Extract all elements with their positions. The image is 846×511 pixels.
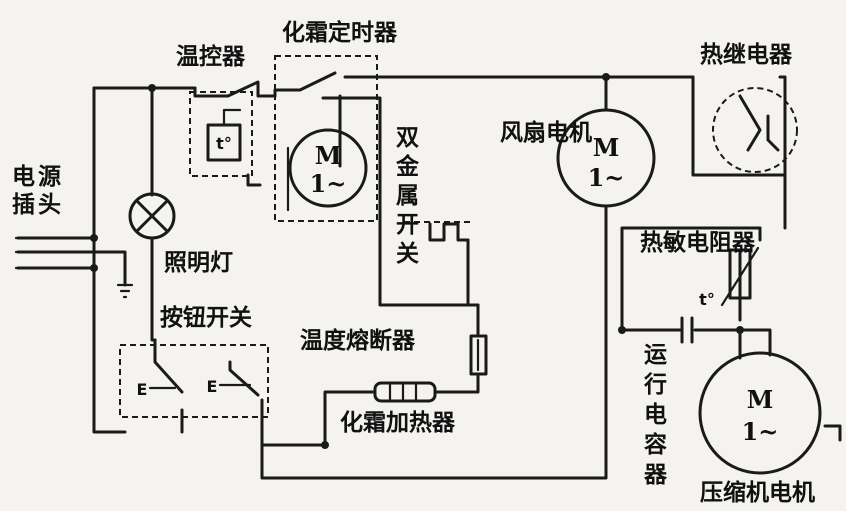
label-thermal-relay: 热继电器	[700, 41, 793, 68]
svg-text:开: 开	[396, 212, 419, 238]
defrost-heater-symbol	[373, 381, 437, 403]
svg-text:头: 头	[38, 192, 61, 218]
svg-text:行: 行	[643, 371, 667, 398]
label-defrost-timer: 化霜定时器	[282, 19, 398, 46]
lamp-symbol	[128, 192, 176, 240]
fan-motor-m: M	[593, 133, 620, 162]
switch-a-e: E	[137, 380, 148, 399]
thermostat-t-symbol: t°	[216, 134, 232, 153]
compressor-motor-phase: 1~	[742, 417, 779, 446]
svg-text:电: 电	[644, 402, 667, 428]
defrost-timer-symbol: M 1~	[274, 55, 378, 222]
fan-motor-symbol: M 1~	[556, 108, 656, 208]
label-temp-fuse: 温度熔断器	[300, 327, 416, 354]
svg-text:运: 运	[644, 342, 667, 368]
label-fan-motor: 风扇电机	[500, 119, 592, 146]
label-defrost-heater: 化霜加热器	[340, 409, 456, 436]
compressor-motor-symbol: M 1~	[698, 351, 822, 475]
bimetal-switch-symbol	[404, 221, 470, 307]
junction-dots	[90, 73, 744, 449]
label-thermistor: 热敏电阻器	[640, 229, 756, 256]
thermostat-symbol: t°	[189, 91, 262, 187]
svg-text:属: 属	[396, 183, 419, 209]
svg-text:金: 金	[395, 153, 420, 180]
svg-text:源: 源	[38, 164, 61, 190]
switch-b-e: E	[207, 377, 218, 396]
svg-text:双: 双	[396, 125, 419, 151]
thermistor-t-symbol: t°	[699, 290, 715, 309]
svg-text:器: 器	[643, 462, 668, 488]
compressor-motor-m: M	[747, 385, 774, 414]
svg-text:插: 插	[12, 192, 35, 218]
button-switch-symbol: E E	[119, 338, 269, 434]
labels: 温控器 化霜定时器 热继电器 风扇电机 照明灯 按钮开关 温度熔断器 化霜加热器…	[160, 19, 815, 506]
thermal-relay-symbol	[712, 87, 798, 173]
timer-motor-m: M	[315, 141, 342, 170]
svg-text:关: 关	[396, 240, 419, 267]
svg-text:电: 电	[12, 164, 35, 190]
thermistor-symbol: t°	[699, 246, 760, 309]
label-lamp: 照明灯	[164, 250, 233, 276]
label-button-switch: 按钮开关	[160, 304, 252, 331]
svg-text:容: 容	[644, 431, 667, 458]
temp-fuse-symbol	[469, 334, 488, 376]
timer-motor-phase: 1~	[310, 169, 347, 198]
label-compressor-motor: 压缩机电机	[700, 479, 815, 506]
label-power-plug: 电源插头	[12, 164, 61, 218]
run-capacitor-symbol	[680, 316, 694, 344]
power-plug-symbol	[14, 236, 134, 299]
label-thermostat: 温控器	[176, 43, 246, 70]
fan-motor-phase: 1~	[588, 163, 625, 192]
